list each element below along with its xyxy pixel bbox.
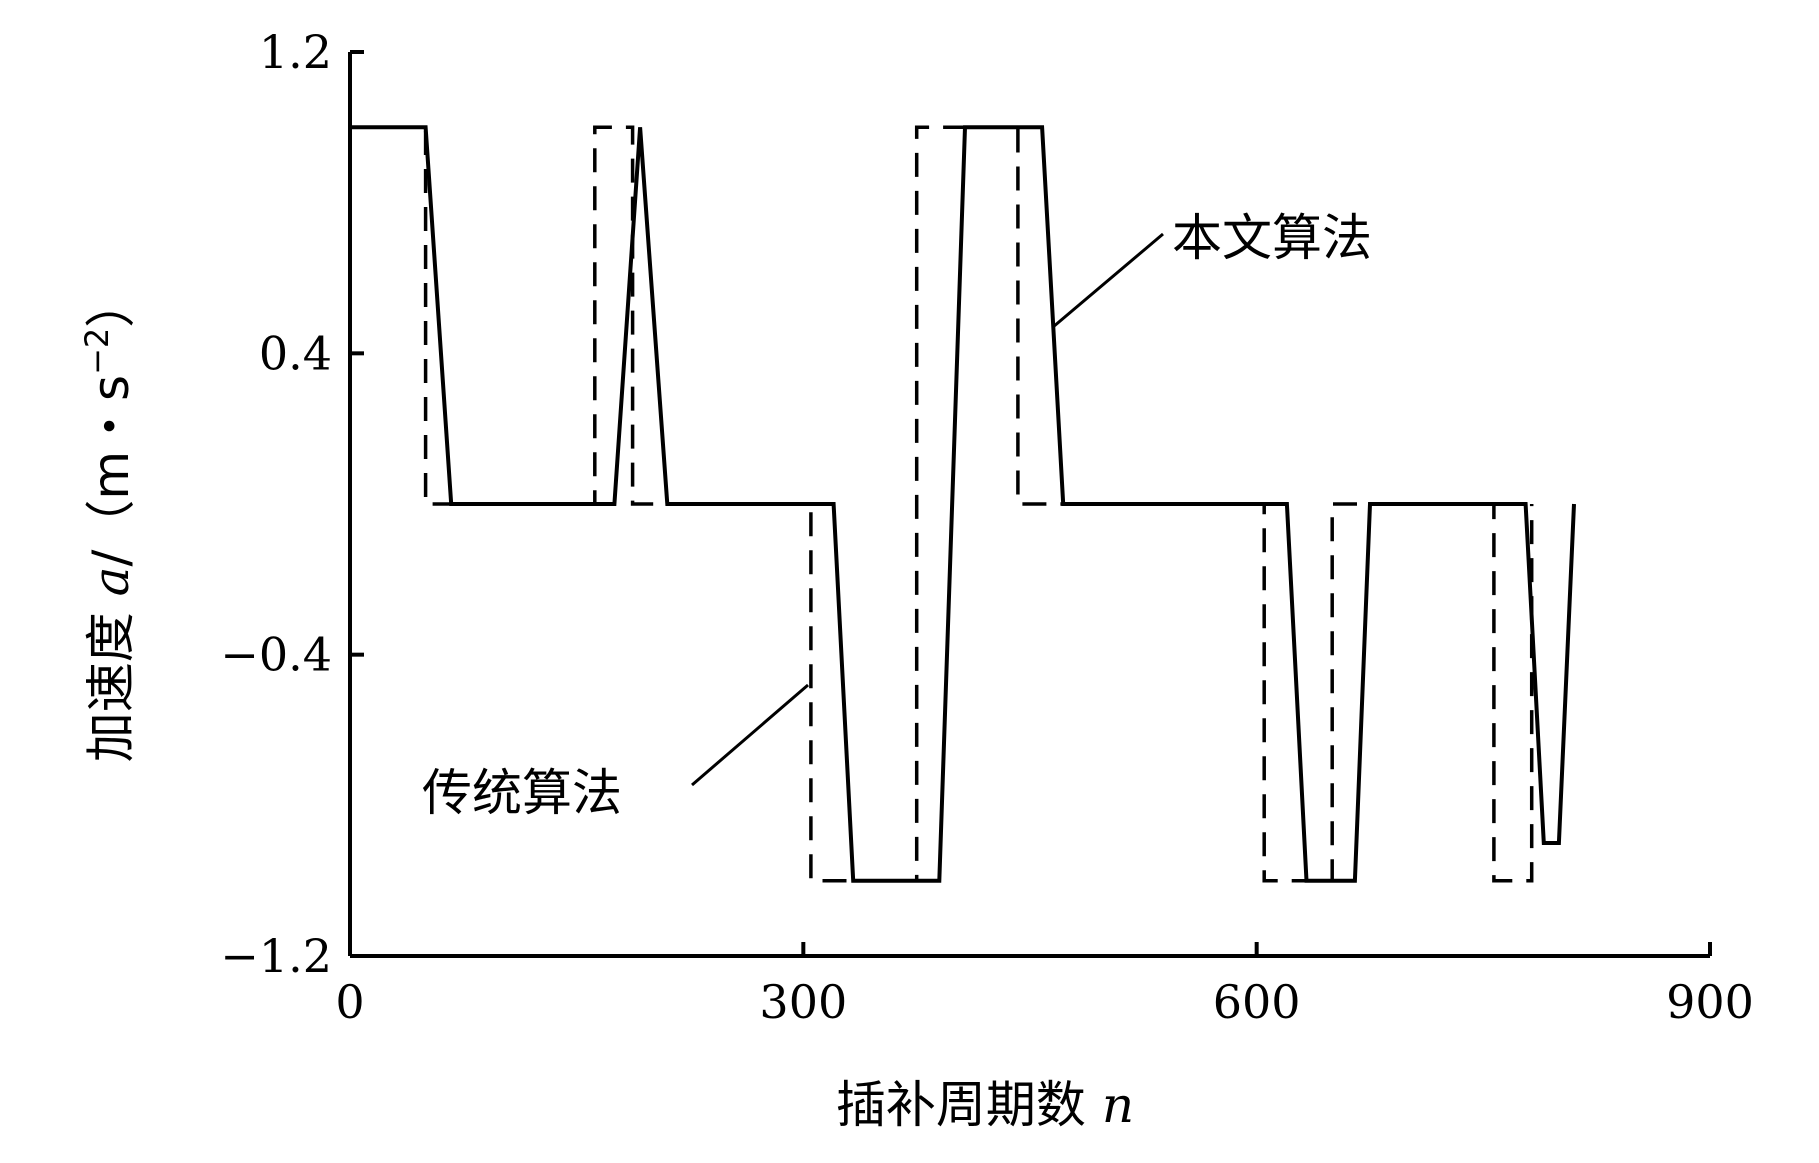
- series-line-2: [348, 125, 1534, 883]
- y-axis-title-variable: a: [82, 567, 140, 597]
- y-axis-title: 加速度 a/（m・s−2）: [78, 278, 140, 763]
- x-tick-label: 0: [335, 975, 364, 1029]
- annotation-proposed-algorithm: 本文算法: [1172, 209, 1372, 267]
- x-axis-title-variable: n: [1102, 1076, 1134, 1134]
- x-tick-label: 600: [1213, 975, 1301, 1029]
- plot-area: [348, 125, 1576, 883]
- y-tick-label: −0.4: [220, 628, 332, 682]
- y-tick-label: −1.2: [220, 929, 332, 983]
- y-tick-label: 0.4: [259, 326, 332, 380]
- y-axis-title-unit: /（m・s: [82, 375, 140, 567]
- annotation-leader-proposed: [1052, 232, 1164, 329]
- y-axis-title-close: ）: [82, 278, 140, 328]
- x-tick-label: 300: [759, 975, 847, 1029]
- y-axis-title-superscript: −2: [78, 328, 116, 375]
- annotation-traditional-algorithm: 传统算法: [422, 764, 622, 822]
- y-axis-title-text: 加速度: [82, 596, 140, 762]
- x-axis-title-text: 插补周期数: [836, 1076, 1102, 1134]
- axes: 0 300 600 900 1.2 0.4 −0.4 −1.2: [220, 25, 1754, 1029]
- y-tick-label: 1.2: [259, 25, 332, 79]
- x-axis-title: 插补周期数 n: [836, 1076, 1134, 1134]
- annotation-leader-traditional: [691, 683, 809, 787]
- x-tick-label: 900: [1666, 975, 1754, 1029]
